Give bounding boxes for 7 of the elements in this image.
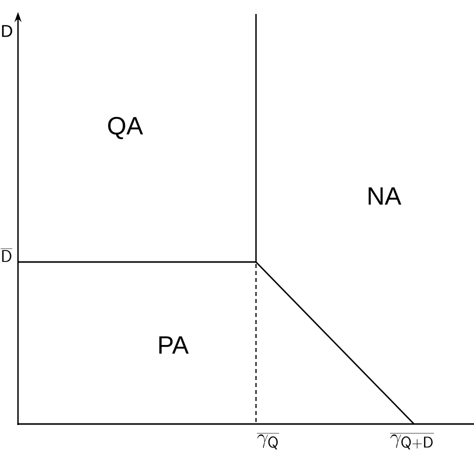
- region-label: NA: [368, 187, 402, 205]
- axis-label: $\overline{\gamma_{\mathsf{Q+D}}}$: [390, 433, 434, 450]
- axis-label: $\overline{\gamma_{\mathsf{Q}}}$: [256, 433, 280, 450]
- axis-label: $\overline{\mathsf{D}}$: [0, 248, 12, 262]
- axis-label: D: [2, 25, 12, 37]
- region-label: PA: [159, 336, 189, 354]
- region-label: QA: [108, 116, 144, 140]
